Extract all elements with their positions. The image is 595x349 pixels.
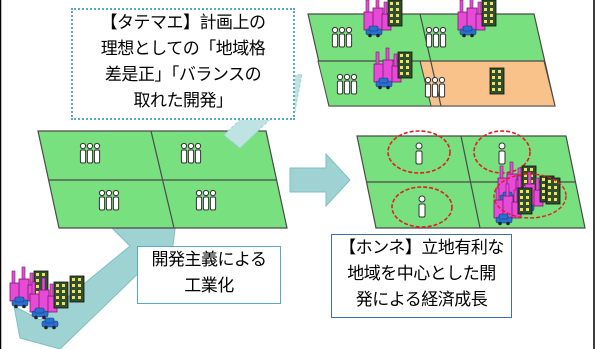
right-arrow	[289, 152, 351, 208]
person-icon	[498, 142, 506, 165]
person-icon	[415, 142, 423, 165]
people-icon	[332, 27, 351, 47]
focus-ring	[391, 186, 453, 228]
people-icon	[426, 27, 445, 47]
real-label-line-2: 地域を中心とした開	[347, 264, 496, 284]
ideal-label-line-4: 取れた開発」	[133, 91, 234, 111]
ideal-label-line-1: 【タテマエ】計画上の	[100, 13, 267, 33]
people-icon	[181, 143, 200, 163]
person-icon	[418, 195, 426, 218]
people-icon	[425, 77, 444, 97]
office-building-icon	[69, 275, 85, 303]
industrialization-line-2: 工業化	[184, 276, 234, 296]
real-label-line-3: 発による経済成長	[355, 290, 488, 310]
people-icon	[337, 74, 356, 94]
ideal-label: 【タテマエ】計画上の 理想としての「地域格 差是正」「バランスの 取れた開発」	[71, 8, 295, 120]
map-center	[37, 130, 288, 229]
industrialization-line-1: 開発主義による	[151, 250, 268, 270]
focus-ring	[387, 130, 451, 174]
real-label-line-1: 【ホンネ】立地有利な	[339, 238, 504, 258]
industrialization-label: 開発主義による 工業化	[137, 246, 281, 304]
people-icon	[80, 143, 99, 163]
map-real	[356, 130, 586, 229]
map-ideal	[307, 0, 556, 107]
people-icon	[99, 190, 118, 210]
real-label: 【ホンネ】立地有利な 地域を中心とした開 発による経済成長	[331, 234, 512, 318]
industry-cluster	[493, 162, 567, 225]
ideal-label-line-2: 理想としての「地域格	[100, 39, 266, 59]
ideal-label-line-3: 差是正」「バランスの	[104, 65, 262, 85]
office-building-icon	[545, 177, 561, 205]
people-icon	[196, 190, 215, 210]
office-building-icon	[489, 67, 505, 95]
